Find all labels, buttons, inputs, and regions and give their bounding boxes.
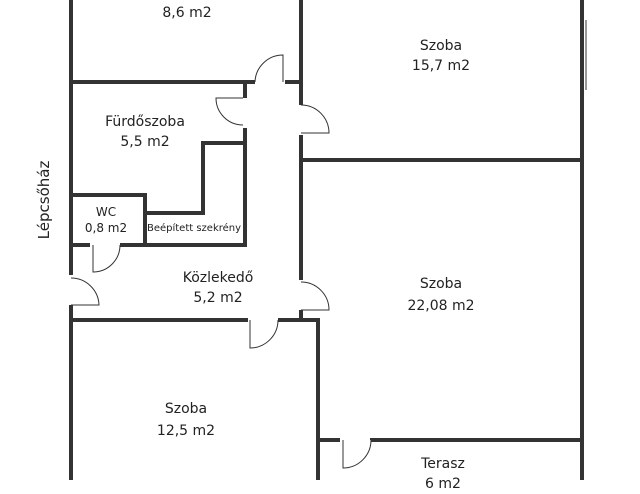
door-arc — [300, 281, 330, 311]
doors — [69, 54, 372, 469]
wall — [143, 141, 245, 215]
walls — [69, 0, 584, 480]
room-area: 8,6 m2 — [162, 5, 212, 21]
room-area: 5,2 m2 — [193, 290, 243, 306]
room-name: Beépített szekrény — [146, 223, 242, 234]
stairwell-label: Lépcsőház — [35, 160, 53, 240]
room-area: 22,08 m2 — [407, 298, 475, 314]
room-name: WC — [95, 205, 117, 219]
room-area: 5,5 m2 — [120, 134, 170, 150]
door-arc — [249, 319, 279, 349]
door-arc — [70, 277, 100, 306]
room-name: Terasz — [421, 456, 465, 472]
room-name: Szoba — [419, 38, 463, 54]
room-name: Szoba — [419, 276, 463, 292]
door-arc — [254, 54, 284, 83]
room-area: 15,7 m2 — [411, 58, 471, 74]
room-area: 6 m2 — [425, 476, 461, 492]
room-area: 12,5 m2 — [156, 423, 216, 439]
floor-plan — [69, 0, 587, 480]
room-name: Közlekedő — [182, 270, 254, 286]
door-arc — [92, 244, 121, 273]
door-arc — [300, 104, 330, 134]
room-name: Szoba — [164, 401, 208, 417]
door-arc — [215, 97, 244, 126]
door-arc — [342, 439, 372, 469]
room-area: 0,8 m2 — [84, 221, 128, 235]
room-name: Fürdőszoba — [105, 114, 185, 130]
